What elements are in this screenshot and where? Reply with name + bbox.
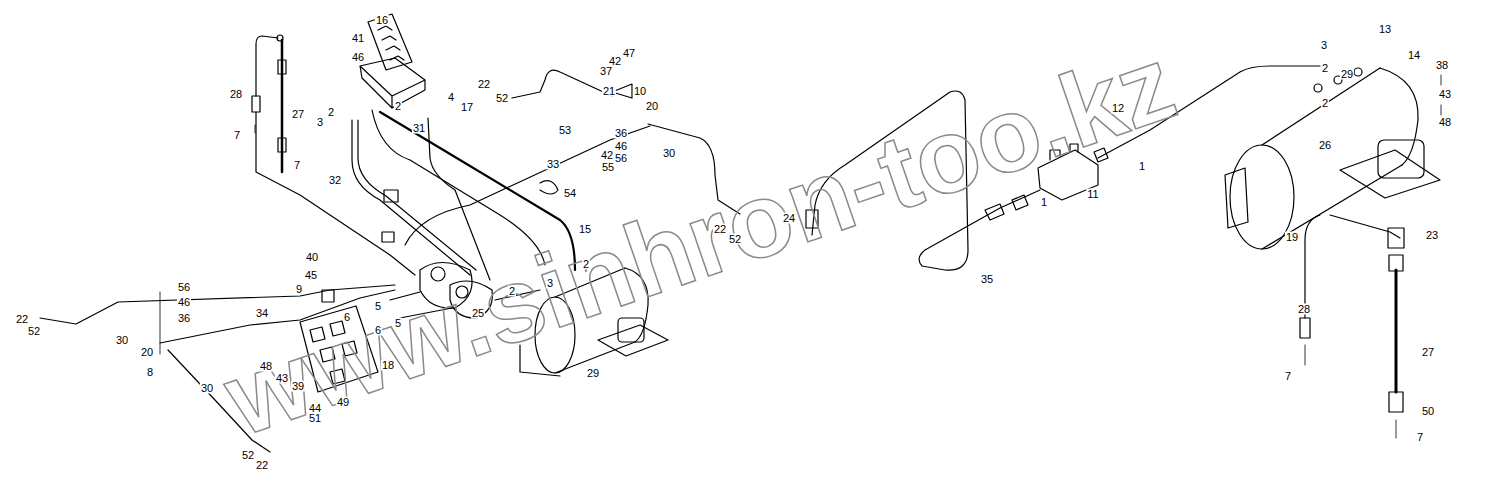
- callout-number: 16: [375, 15, 389, 26]
- callout-number: 48: [1438, 117, 1452, 128]
- callout-number: 27: [291, 109, 305, 120]
- callout-number: 2: [508, 286, 516, 297]
- callout-number: 46: [614, 141, 628, 152]
- callout-number: 52: [728, 234, 742, 245]
- callout-number: 8: [146, 367, 154, 378]
- callout-number: 12: [1111, 103, 1125, 114]
- callout-number: 43: [275, 373, 289, 384]
- callout-number: 19: [1285, 232, 1299, 243]
- callout-number: 7: [1284, 371, 1292, 382]
- callout-number: 52: [495, 93, 509, 104]
- callout-number: 2: [1321, 98, 1329, 109]
- callout-number: 14: [1407, 50, 1421, 61]
- callout-number: 28: [229, 89, 243, 100]
- callout-number: 46: [351, 52, 365, 63]
- callout-number: 29: [1340, 69, 1354, 80]
- callout-number: 30: [662, 148, 676, 159]
- callout-number: 50: [1421, 406, 1435, 417]
- callout-number: 20: [645, 101, 659, 112]
- watermark: www.sinhron-too.kz: [213, 29, 1187, 452]
- callout-number: 6: [343, 312, 351, 323]
- callout-number: 41: [351, 33, 365, 44]
- callout-number: 17: [460, 102, 474, 113]
- callout-number: 55: [601, 162, 615, 173]
- callout-number: 3: [1320, 40, 1328, 51]
- callout-number: 24: [782, 213, 796, 224]
- callout-number: 23: [1425, 230, 1439, 241]
- callout-number: 15: [578, 224, 592, 235]
- callout-number: 46: [177, 297, 191, 308]
- callout-number: 31: [412, 123, 426, 134]
- callout-number: 25: [471, 308, 485, 319]
- callout-number: 39: [291, 381, 305, 392]
- callout-number: 45: [304, 270, 318, 281]
- callout-number: 9: [295, 284, 303, 295]
- callout-number: 30: [200, 383, 214, 394]
- callout-number: 32: [328, 175, 342, 186]
- callout-number: 22: [255, 460, 269, 471]
- callout-number: 27: [1421, 347, 1435, 358]
- callout-number: 7: [293, 160, 301, 171]
- callout-number: 2: [1321, 63, 1329, 74]
- callout-number: 56: [614, 153, 628, 164]
- callout-number: 20: [140, 347, 154, 358]
- callout-number: 28: [1297, 304, 1311, 315]
- callout-number: 22: [15, 314, 29, 325]
- callout-number: 10: [633, 86, 647, 97]
- callout-number: 43: [1438, 89, 1452, 100]
- callout-number: 49: [336, 397, 350, 408]
- callout-number: 11: [1086, 189, 1099, 200]
- callout-number: 2: [394, 101, 402, 112]
- callout-number: 56: [177, 282, 191, 293]
- callout-number: 3: [546, 278, 554, 289]
- callout-number: 7: [1416, 432, 1424, 443]
- callout-number: 5: [394, 318, 402, 329]
- callout-number: 3: [316, 117, 324, 128]
- callout-number: 4: [447, 92, 455, 103]
- callout-number: 22: [477, 79, 491, 90]
- callout-number: 33: [546, 159, 560, 170]
- callout-number: 52: [241, 450, 255, 461]
- callout-number: 36: [614, 128, 628, 139]
- callout-number: 1: [1138, 161, 1146, 172]
- callout-number: 2: [327, 107, 335, 118]
- callout-number: 51: [308, 413, 322, 424]
- callout-number: 37: [599, 66, 613, 77]
- callout-number: 36: [177, 313, 191, 324]
- callout-number: 48: [259, 361, 273, 372]
- callout-number: 34: [255, 308, 269, 319]
- callout-number: 6: [374, 325, 382, 336]
- callout-number: 35: [980, 274, 994, 285]
- callout-number: 54: [563, 188, 577, 199]
- callout-number: 53: [558, 125, 572, 136]
- callout-number: 5: [374, 301, 382, 312]
- callout-number: 40: [305, 252, 319, 263]
- callout-number: 30: [115, 335, 129, 346]
- callout-number: 26: [1318, 140, 1332, 151]
- callout-number: 29: [586, 368, 600, 379]
- callout-number: 18: [381, 360, 395, 371]
- callout-number: 47: [622, 48, 636, 59]
- callout-number: 13: [1378, 24, 1392, 35]
- callout-number: 1: [1040, 197, 1048, 208]
- callout-number: 38: [1435, 60, 1449, 71]
- callout-number: 42: [600, 150, 614, 161]
- callout-number: 2: [582, 259, 590, 270]
- callout-number: 7: [233, 130, 241, 141]
- callout-number: 21: [602, 86, 616, 97]
- callout-number: 52: [27, 326, 41, 337]
- callout-number: 22: [713, 224, 727, 235]
